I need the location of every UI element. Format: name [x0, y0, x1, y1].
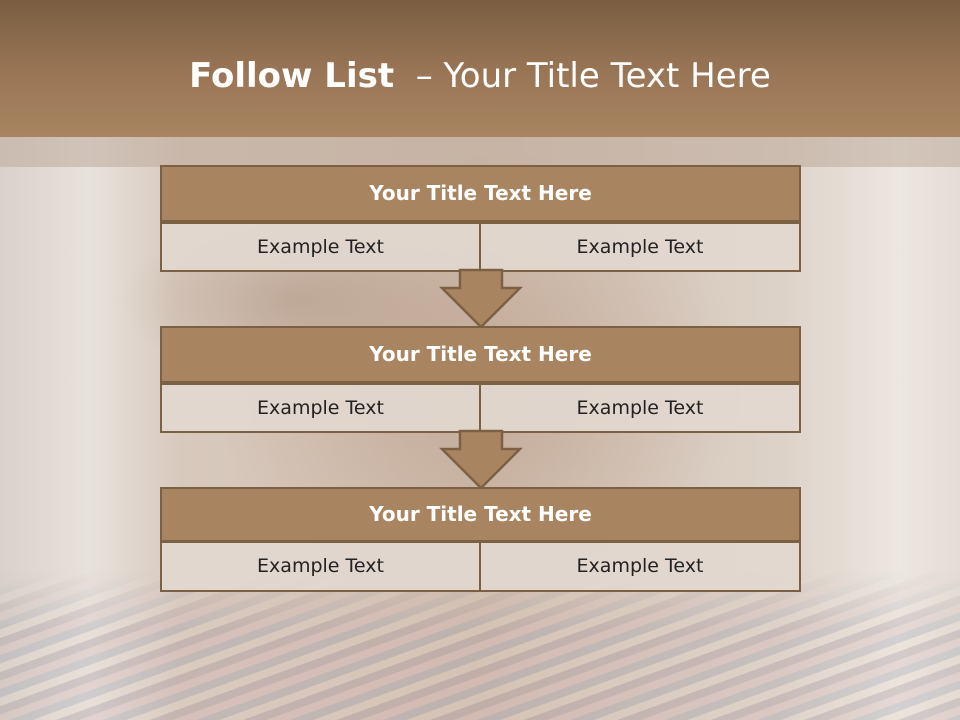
- block-cell-left: Example Text: [160, 541, 481, 592]
- down-arrow-icon: [439, 429, 523, 490]
- list-block-2: Your Title Text Here Example Text Exampl…: [160, 326, 801, 433]
- block-cell-right: Example Text: [479, 222, 801, 272]
- background-sweater: [0, 570, 960, 720]
- block-title: Your Title Text Here: [160, 487, 801, 542]
- down-arrow-icon: [439, 268, 523, 329]
- block-title: Your Title Text Here: [160, 326, 801, 383]
- header-band: [0, 137, 960, 167]
- block-cell-right: Example Text: [479, 541, 801, 592]
- slide-title-bold: Follow List: [189, 56, 395, 96]
- header-bar: [0, 0, 960, 137]
- block-cell-right: Example Text: [479, 383, 801, 433]
- list-block-1: Your Title Text Here Example Text Exampl…: [160, 165, 801, 272]
- list-block-3: Your Title Text Here Example Text Exampl…: [160, 487, 801, 592]
- slide-title: Follow List – Your Title Text Here: [0, 52, 960, 100]
- slide-title-rest: – Your Title Text Here: [415, 56, 771, 96]
- block-cell-left: Example Text: [160, 222, 481, 272]
- block-cell-left: Example Text: [160, 383, 481, 433]
- block-title: Your Title Text Here: [160, 165, 801, 222]
